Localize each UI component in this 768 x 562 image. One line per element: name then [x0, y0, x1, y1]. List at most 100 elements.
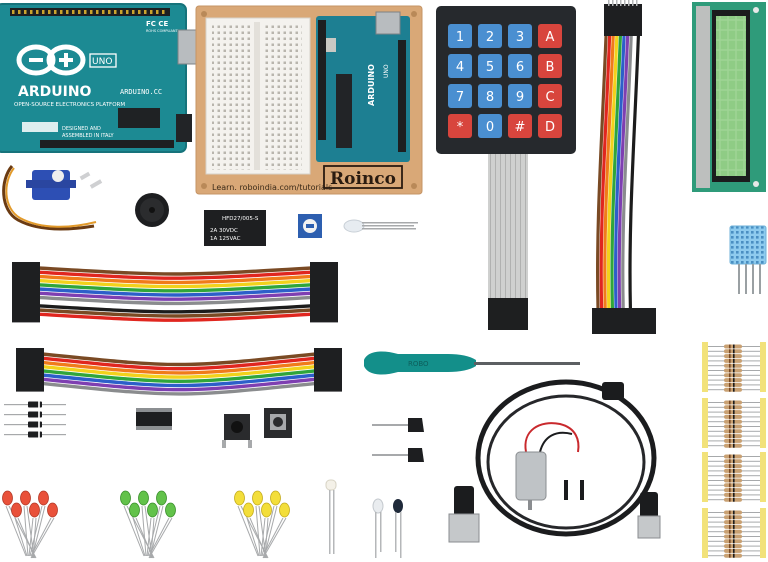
- arduino-model-text: UNO: [92, 57, 112, 67]
- header-pin: [96, 10, 99, 14]
- resistor-band: [733, 419, 735, 424]
- resistor-band: [729, 497, 731, 502]
- led-lead: [147, 505, 161, 557]
- piezo-buzzer: [135, 193, 169, 227]
- resistor-band: [729, 378, 731, 383]
- keypad-key-label: B: [546, 60, 555, 75]
- header-pin: [30, 10, 33, 14]
- led-lead: [141, 505, 147, 557]
- jumper-wire: [37, 295, 313, 306]
- ir-receiver: [393, 499, 403, 558]
- jumper-connector-left: [12, 262, 40, 323]
- resistor-tape: [760, 508, 766, 558]
- relay-rating-2-text: 1A 125VAC: [210, 236, 241, 242]
- jumper-wire: [624, 35, 637, 309]
- led-lead: [23, 505, 29, 557]
- resistor-band: [729, 553, 731, 558]
- header-pin: [54, 10, 57, 14]
- led-lead: [132, 517, 146, 557]
- arduino-tagline-text: OPEN-SOURCE ELECTRONICS PLATFORM: [14, 102, 125, 108]
- header-pin: [42, 10, 45, 14]
- jumper-wire-bundle-vertical: [592, 0, 656, 334]
- resistor-band: [733, 443, 735, 448]
- resistor-band: [729, 529, 731, 534]
- led-lead: [26, 505, 35, 559]
- keypad-key-label: 4: [456, 60, 464, 75]
- resistor-band: [733, 488, 735, 493]
- screwdriver-text: ROBO: [408, 360, 429, 368]
- led-lead: [262, 517, 284, 557]
- resistor-band: [733, 387, 735, 392]
- keypad-key-label: 2: [486, 30, 494, 45]
- led-body: [147, 502, 158, 518]
- header-pin: [132, 10, 135, 14]
- resistor-tape: [702, 452, 708, 502]
- header-pin: [144, 10, 147, 14]
- resistor-band: [729, 464, 731, 469]
- jumper-wire: [37, 283, 313, 293]
- jumper-connector-right: [310, 262, 338, 323]
- resistor-band: [729, 534, 731, 539]
- resistor-band: [729, 419, 731, 424]
- jumper-wire: [37, 299, 313, 310]
- resistor-band: [733, 378, 735, 383]
- led-lead: [14, 517, 28, 557]
- led-body: [252, 490, 263, 506]
- jumper-wire: [37, 278, 313, 289]
- transistor-2: [372, 448, 424, 462]
- transistor-1: [372, 418, 424, 432]
- keypad-key-label: 6: [516, 60, 524, 75]
- arduino-site-text: ARDUINO.CC: [120, 88, 162, 96]
- keypad-key-label: 3: [516, 30, 524, 45]
- header-pin: [48, 10, 51, 14]
- keypad-key-label: A: [546, 30, 555, 45]
- keypad-key: [538, 114, 562, 138]
- resistor-band: [733, 539, 735, 544]
- resistor-band: [729, 387, 731, 392]
- keypad-key: [538, 84, 562, 108]
- keypad-key: [448, 84, 472, 108]
- breadboard: [205, 17, 311, 175]
- keypad-key: [508, 84, 532, 108]
- header-pin: [12, 10, 15, 14]
- jumper-pin: [612, 0, 614, 6]
- resistor-strips: [702, 342, 766, 558]
- keypad-key: [538, 24, 562, 48]
- jumper-wire: [621, 35, 633, 309]
- header-pin: [114, 10, 117, 14]
- led-lead: [123, 505, 145, 557]
- resistor-band: [729, 478, 731, 483]
- keypad-key: [538, 54, 562, 78]
- led-body: [270, 490, 281, 506]
- led-body: [156, 490, 167, 506]
- jumper-pin: [636, 0, 638, 6]
- keypad-key: [478, 114, 502, 138]
- resistor-band: [733, 520, 735, 525]
- keypad-key-label: D: [545, 120, 555, 135]
- led-lead: [144, 505, 153, 559]
- resistor-band: [729, 358, 731, 363]
- resistor-tape: [702, 398, 708, 448]
- header-pin: [36, 10, 39, 14]
- led-body: [138, 490, 149, 506]
- diode-band: [38, 411, 40, 418]
- mounted-arduino-model: UNO: [383, 64, 390, 78]
- ribbon-line: [500, 150, 501, 300]
- mounted-arduino-board: ARDUINO UNO: [316, 11, 410, 162]
- yellow-leds: [234, 490, 290, 559]
- mount-url-text: Learn. roboindia.com/tutorials: [212, 183, 332, 192]
- resistor-tape: [760, 342, 766, 392]
- led-lead: [237, 505, 259, 557]
- jumper-wire: [617, 35, 630, 309]
- breadboard-mount-plate: ARDUINO UNO Learn. roboindia.com/tutoria…: [195, 5, 423, 195]
- resistor-band: [733, 478, 735, 483]
- jumper-wire: [37, 312, 313, 322]
- jumper-wire: [614, 35, 626, 309]
- led-lead: [260, 517, 266, 557]
- arduino-rohs-text: ROHS COMPLIANT: [146, 29, 178, 33]
- diode-band: [38, 421, 40, 428]
- resistor-band: [733, 354, 735, 359]
- jumper-wire: [41, 381, 317, 396]
